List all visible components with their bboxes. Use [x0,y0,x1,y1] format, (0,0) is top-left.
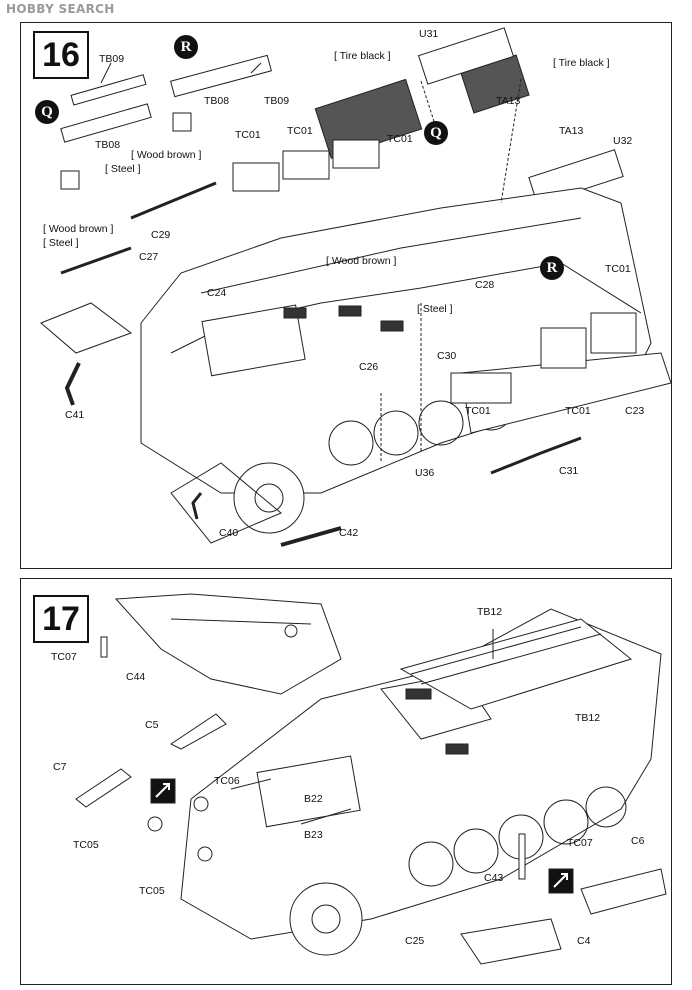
part-label: TB09 [99,53,125,65]
part-label: TC07 [51,651,77,663]
step-17-drawing [75,593,667,965]
part-label: TC05 [73,839,99,851]
paint-label: [ Wood brown ] [43,223,114,235]
part-label: TC01 [287,125,313,137]
part-label: C26 [359,361,379,373]
part-label: TC07 [567,837,593,849]
part-label: C44 [126,671,146,683]
part-label: TB12 [477,606,503,618]
part-label: TB08 [95,139,121,151]
part-label: C31 [559,465,579,477]
part-label: C28 [475,279,495,291]
badge-q-icon: Q [35,100,59,124]
step-17-panel: 17 TC07 C44 TB12 TB12 C5 C7 TC06 B22 B23… [20,578,672,985]
part-label: C42 [339,527,359,539]
part-label: C29 [151,229,171,241]
badge-q-icon: Q [424,121,448,145]
paint-label: [ Wood brown ] [326,255,397,267]
part-label: C30 [437,350,457,362]
part-label: TA13 [496,95,521,107]
badge-r-icon: R [174,35,198,59]
part-label: C23 [625,405,645,417]
part-label: C24 [207,287,227,299]
part-label: TC05 [139,885,165,897]
part-label: C6 [631,835,645,847]
part-label: TB12 [575,712,601,724]
part-label: TC01 [465,405,491,417]
part-label: C25 [405,935,425,947]
part-label: U36 [415,467,435,479]
part-label: TC01 [387,133,413,145]
paint-label: [ Tire black ] [334,50,391,62]
part-label: B22 [304,793,323,805]
paint-label: [ Steel ] [417,303,453,315]
part-label: C40 [219,527,239,539]
watermark-text: HOBBY SEARCH [6,2,115,16]
part-label: U32 [613,135,633,147]
step-number: 16 [33,31,89,79]
part-label: TA13 [559,125,584,137]
part-label: C5 [145,719,159,731]
part-label: TC01 [565,405,591,417]
part-label: TB09 [264,95,290,107]
step-16-drawing [40,27,671,547]
part-label: C41 [65,409,85,421]
paint-label: [ Steel ] [43,237,79,249]
badge-r-icon: R [540,256,564,280]
part-label: C27 [139,251,159,263]
part-label: TC01 [235,129,261,141]
part-label: C4 [577,935,591,947]
part-label: C7 [53,761,67,773]
step-16-panel: 16 Q R Q R TB09 TB08 TB08 TB09 [ Tire bl… [20,22,672,569]
step-number: 17 [33,595,89,643]
part-label: TC06 [214,775,240,787]
paint-label: [ Tire black ] [553,57,610,69]
paint-label: [ Wood brown ] [131,149,202,161]
paint-label: [ Steel ] [105,163,141,175]
part-label: U31 [419,28,439,40]
part-label: B23 [304,829,323,841]
part-label: C43 [484,872,504,884]
part-label: TB08 [204,95,230,107]
part-label: TC01 [605,263,631,275]
